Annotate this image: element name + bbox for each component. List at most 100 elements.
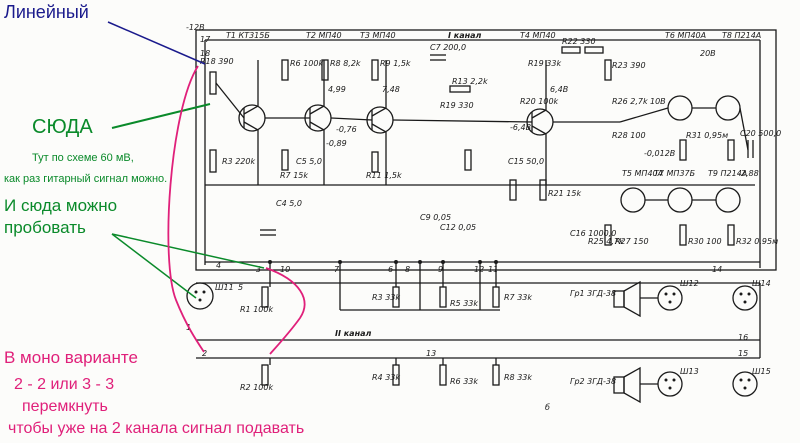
- transistor-label: Т3 МП40: [360, 31, 396, 40]
- voltage-label: -2,88: [738, 169, 759, 178]
- component-label: R19 330: [440, 101, 474, 110]
- component-label: C7 200,0: [430, 43, 466, 52]
- component-label: R18 390: [200, 57, 234, 66]
- channel1-frame: [195, 29, 777, 271]
- pointer-line-syuda2-a: [111, 233, 265, 269]
- component-label: C16 1000,0: [570, 229, 616, 238]
- figure-label: б: [545, 403, 550, 412]
- pin-number: 4: [216, 261, 221, 270]
- component-label: R4 33k: [372, 373, 400, 382]
- component-label: R1 100k: [240, 305, 273, 314]
- transistor-label: Т9 П214А: [708, 169, 747, 178]
- annotation-mono-1: В моно варианте: [4, 348, 138, 367]
- pin-number: 13: [426, 349, 436, 358]
- connector-label: Ш14: [752, 279, 771, 288]
- connector-label: Ш13: [680, 367, 699, 376]
- connector-label: Ш15: [752, 367, 771, 376]
- component-label: R8 33k: [504, 373, 532, 382]
- channel2-label: II канал: [335, 329, 371, 338]
- component-label: R31 0,95м: [686, 131, 728, 140]
- component-label: R8 8,2k: [330, 59, 361, 68]
- pointer-line-lineinyi: [107, 21, 206, 65]
- component-label: R2 100k: [240, 383, 273, 392]
- voltage-label: 20B: [700, 49, 716, 58]
- transistor-label: Т7 МП37Б: [654, 169, 696, 178]
- transistor-label: Т6 МП40А: [665, 31, 706, 40]
- pin-number: 2: [202, 349, 207, 358]
- voltage-label: 10B: [650, 97, 666, 106]
- component-label: R6 33k: [450, 377, 478, 386]
- component-label: R22 330: [562, 37, 596, 46]
- transistor-label: Т1 КТ315Б: [226, 31, 270, 40]
- annotation-mono-3: перемкнуть: [22, 398, 108, 415]
- annotation-kak-raz: как раз гитарный сигнал можно.: [4, 173, 168, 185]
- annotation-syuda: СЮДА: [32, 116, 93, 138]
- component-label: R28 100: [612, 131, 646, 140]
- annotation-i-syuda-2: пробовать: [4, 218, 86, 237]
- component-label: C9 0,05: [420, 213, 451, 222]
- pin-number: 16: [738, 333, 748, 342]
- voltage-label: -0,012B: [644, 149, 675, 158]
- component-label: R32 0,95м: [736, 237, 778, 246]
- annotation-mono-4: чтобы уже на 2 канала сигнал подавать: [8, 420, 305, 437]
- component-label: R26 2,7k: [612, 97, 648, 106]
- component-label: R11 1,5k: [366, 171, 402, 180]
- pin-number: 6: [388, 265, 393, 274]
- component-label: R6 100k: [290, 59, 323, 68]
- pin-number: 7: [334, 265, 340, 274]
- component-label: R13 2,2k: [452, 77, 488, 86]
- component-label: Гр1 3ГД-38: [570, 289, 616, 298]
- pin-number: 9: [438, 265, 443, 274]
- channel1-label: I канал: [448, 31, 482, 40]
- pin-number: 15: [738, 349, 748, 358]
- voltage-label: 6,4B: [550, 85, 568, 94]
- transistor-labels: Т1 КТ315Б Т2 МП40 Т3 МП40 Т4 МП40 Т6 МП4…: [226, 31, 761, 178]
- component-label: C5 5,0: [296, 157, 322, 166]
- component-label: R7 15k: [280, 171, 308, 180]
- component-labels: R18 390 R19 330 R22 330 R23 390 R6 100k …: [200, 37, 781, 392]
- component-label: R7 33k: [504, 293, 532, 302]
- pin-number: 18: [200, 49, 210, 58]
- transistor-label: Т8 П214А: [722, 31, 761, 40]
- component-label: R27 150: [615, 237, 649, 246]
- transistor-label: Т4 МП40: [520, 31, 556, 40]
- component-label: R23 390: [612, 61, 646, 70]
- annotation-lineinyi: Линейный: [4, 2, 89, 22]
- jumper-line-3: [265, 267, 306, 355]
- annotation-tut: Тут по схеме 60 мВ,: [32, 152, 134, 164]
- voltage-label: -0,89: [326, 139, 347, 148]
- component-label: R21 15k: [548, 189, 581, 198]
- transistor-label: Т2 МП40: [306, 31, 342, 40]
- connector-label: Ш12: [680, 279, 699, 288]
- pin-number: 12: [474, 265, 484, 274]
- pin-number: 10: [280, 265, 290, 274]
- connector-label: Ш11: [215, 283, 234, 292]
- component-label: R9 1,5k: [380, 59, 411, 68]
- component-label: C20 500,0: [740, 129, 781, 138]
- transistor-label: Т5 МП40А: [622, 169, 663, 178]
- pointer-line-syuda2-b: [111, 233, 197, 299]
- component-label: R19 33k: [528, 59, 561, 68]
- annotation-i-syuda-1: И сюда можно: [4, 196, 118, 215]
- pin-numbers: 1 2 3 4 5 6 7 8 9 10 11 12 13 14 15 16 1…: [186, 35, 748, 358]
- pin-number: 17: [200, 35, 211, 44]
- component-label: R3 220k: [222, 157, 255, 166]
- component-label: R30 100: [688, 237, 722, 246]
- voltage-label: 4,99: [328, 85, 346, 94]
- component-label: R5 33k: [450, 299, 478, 308]
- component-label: C15 50,0: [508, 157, 544, 166]
- jumper-line-2: [167, 65, 205, 353]
- component-label: C4 5,0: [276, 199, 302, 208]
- voltage-label: -6,4B: [510, 123, 531, 132]
- voltage-label: -0,76: [336, 125, 357, 134]
- pin-number: 5: [238, 283, 243, 292]
- pin-number: 8: [405, 265, 410, 274]
- component-label: R3 33k: [372, 293, 400, 302]
- component-label: Гр2 3ГД-38: [570, 377, 616, 386]
- voltage-labels: -0,76 -0,89 -6,4B -0,012B -2,88 4,99 7,4…: [186, 23, 759, 178]
- annotation-mono-2: 2 - 2 или 3 - 3: [14, 376, 115, 393]
- component-label: C12 0,05: [440, 223, 476, 232]
- pin-number: 3: [256, 265, 261, 274]
